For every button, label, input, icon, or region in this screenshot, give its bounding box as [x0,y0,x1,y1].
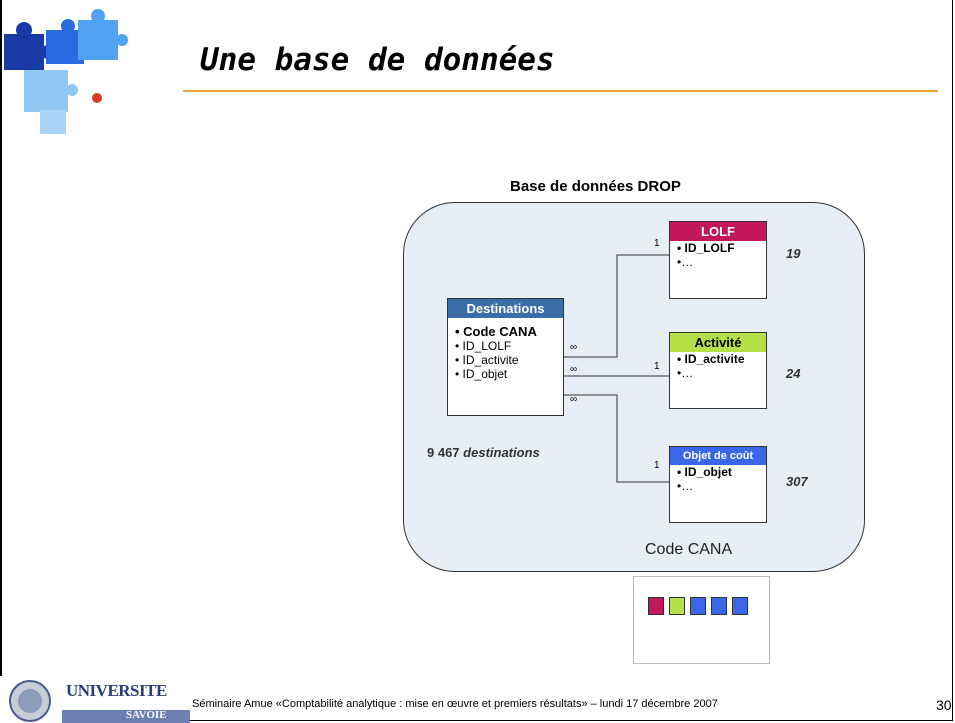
destinations-attr-id-objet: • ID_objet [455,367,508,381]
lolf-attr-more: •… [677,255,694,269]
entity-destinations: Destinations • Code CANA • ID_LOLF • ID_… [447,298,564,416]
link-destinations-lolf [563,254,669,358]
entity-objet-de-cout: Objet de coût • ID_objet •… [669,446,767,523]
universite-logo-sub: SAVOIE [126,709,167,721]
cardinality-objet-many: ∞ [570,394,578,405]
entity-lolf: LOLF • ID_LOLF •… [669,221,767,299]
puzzle-piece-light [78,9,128,60]
cardinality-objet-one: 1 [654,460,660,471]
code-square-activite [669,597,685,615]
entity-activite-header: Activité [670,333,766,352]
database-title: Base de données DROP [510,178,681,195]
cardinality-lolf-many: ∞ [570,342,578,353]
link-destinations-objet [563,394,669,483]
puzzle-piece-pale [24,70,78,134]
code-square-objet-1 [690,597,706,615]
code-cana-key [633,576,770,664]
code-square-objet-2 [711,597,727,615]
cardinality-activite-many: ∞ [570,364,578,375]
destinations-count: 9 467 destinations [427,445,540,460]
slide-title: Une base de données [200,42,555,78]
puzzle-piece-dark [4,22,55,70]
activite-attr-more: •… [677,366,694,380]
red-dot [92,93,102,103]
lolf-count: 19 [786,246,801,261]
activite-attr-id-activite: • ID_activite [677,352,745,366]
objet-attr-id-objet: • ID_objet [677,465,732,479]
code-square-lolf [648,597,664,615]
entity-lolf-header: LOLF [670,222,766,241]
puzzle-piece-mid [46,19,84,64]
page-number: 30 [936,697,952,713]
lolf-attr-id-lolf: • ID_LOLF [677,241,735,255]
activite-count: 24 [786,366,801,381]
entity-destinations-header: Destinations [448,299,563,318]
code-cana-label: Code CANA [645,541,733,558]
destinations-attr-code-cana: • Code CANA [455,324,537,339]
title-underline [183,90,938,92]
universite-logo-text: UNIVERSITE [66,681,167,700]
code-square-objet-3 [732,597,748,615]
objet-attr-more: •… [677,479,694,493]
entity-objet-header: Objet de coût [670,447,766,465]
destinations-count-number: 9 467 [427,445,460,460]
destinations-attr-id-lolf: • ID_LOLF [455,339,512,353]
destinations-count-word: destinations [463,445,540,460]
objet-count: 307 [786,474,808,489]
cardinality-lolf-one: 1 [654,238,660,249]
destinations-attr-id-activite: • ID_activite [455,353,519,367]
cardinality-activite-one: 1 [654,361,660,372]
entity-activite: Activité • ID_activite •… [669,332,767,409]
universite-savoie-logo [0,676,190,723]
footer-text: Séminaire Amue «Comptabilité analytique … [192,698,718,710]
puzzle-logo [4,9,128,134]
